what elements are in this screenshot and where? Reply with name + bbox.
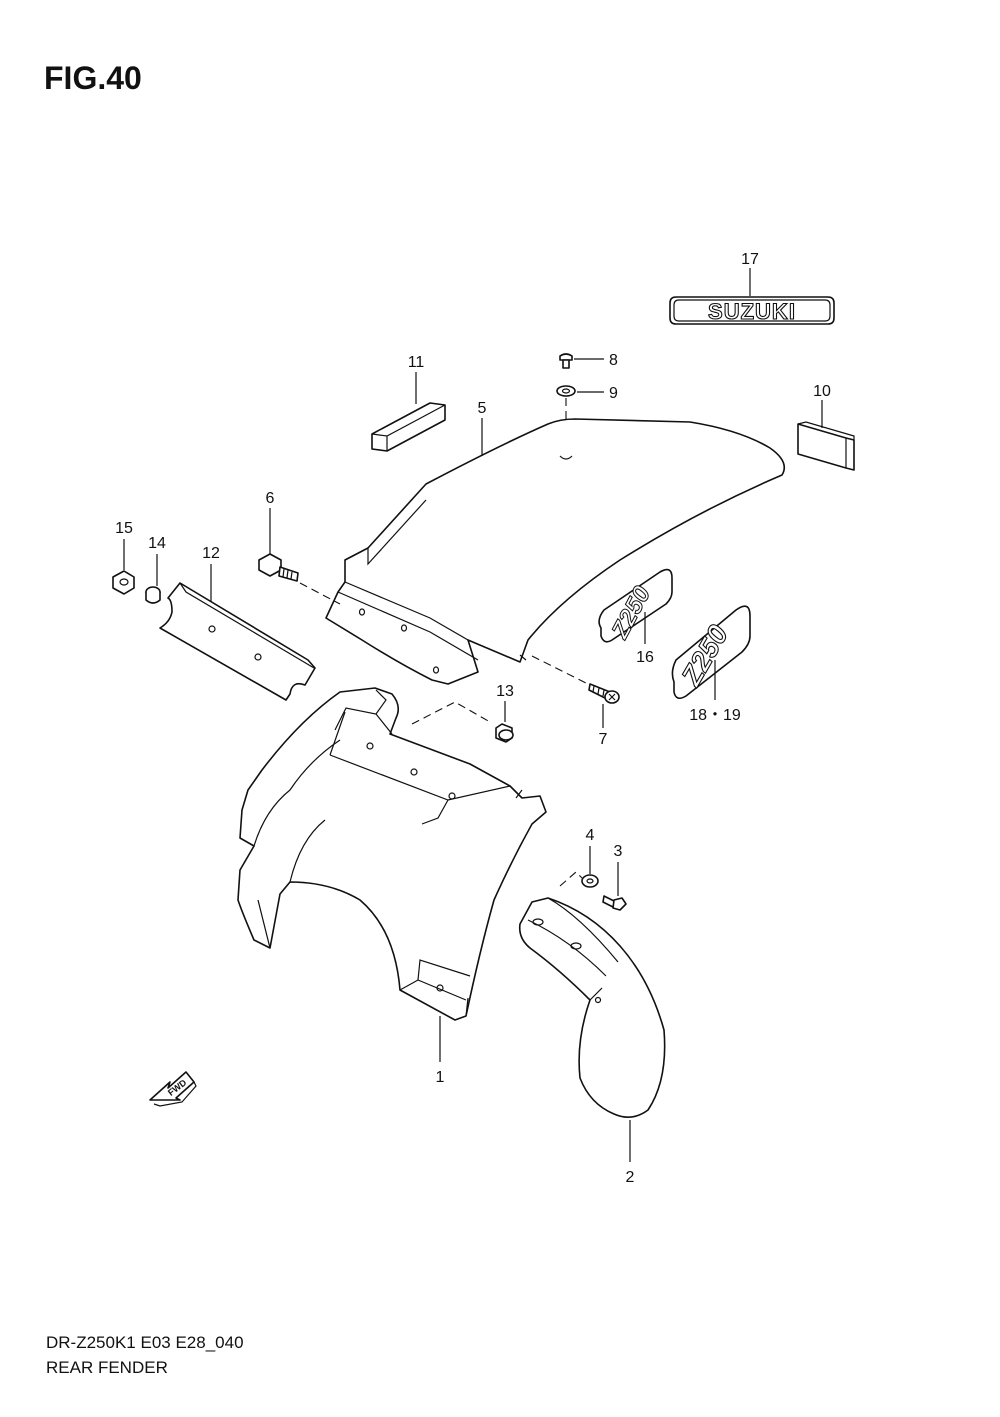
nut-15: [112, 570, 135, 595]
callout-10: 10: [813, 383, 831, 400]
callout-11: 11: [408, 354, 425, 371]
mud-flap-2: [518, 897, 666, 1118]
callout-9: 9: [609, 385, 618, 402]
callout-4: 4: [586, 827, 595, 844]
callout-3: 3: [614, 843, 623, 860]
screw-3: [602, 895, 627, 911]
callout-1: 1: [436, 1069, 445, 1086]
suzuki-emblem: SUZUKI: [669, 296, 835, 325]
callout-16: 16: [636, 649, 654, 666]
bolt-6: [258, 553, 299, 582]
z250-emblem-small: Z250: [598, 568, 673, 644]
callout-13: 13: [496, 683, 514, 700]
forward-direction-arrow-icon: FWD: [149, 1071, 197, 1107]
callout-8: 8: [609, 352, 618, 369]
plate-12: [159, 582, 316, 701]
callout-17: 17: [741, 251, 759, 268]
callout-7: 7: [599, 731, 608, 748]
washer-4: [581, 874, 599, 888]
collar-14: [145, 586, 161, 604]
callout-12: 12: [202, 545, 220, 562]
callout-6: 6: [266, 490, 275, 507]
model-code: DR-Z250K1 E03 E28_040: [46, 1333, 244, 1352]
callout-5: 5: [478, 400, 487, 417]
z250-emblem-large: Z250: [671, 605, 751, 700]
washer-9: [556, 385, 576, 397]
figure-title: FIG.40: [44, 60, 142, 96]
callout-2: 2: [626, 1169, 635, 1186]
suzuki-emblem-text: SUZUKI: [708, 299, 796, 324]
inner-rear-fender-1: [237, 687, 547, 1021]
section-name: REAR FENDER: [46, 1358, 168, 1377]
rear-fender-5: [325, 418, 786, 685]
bolt-13: [495, 723, 514, 743]
screw-8: [559, 353, 573, 369]
screw-7: [588, 683, 620, 704]
callout-15: 15: [115, 520, 133, 537]
cushion-pad-11: [371, 402, 446, 452]
cushion-pad-10: [797, 421, 855, 471]
callout-18-19: 18・19: [689, 707, 741, 724]
callout-14: 14: [148, 535, 166, 552]
